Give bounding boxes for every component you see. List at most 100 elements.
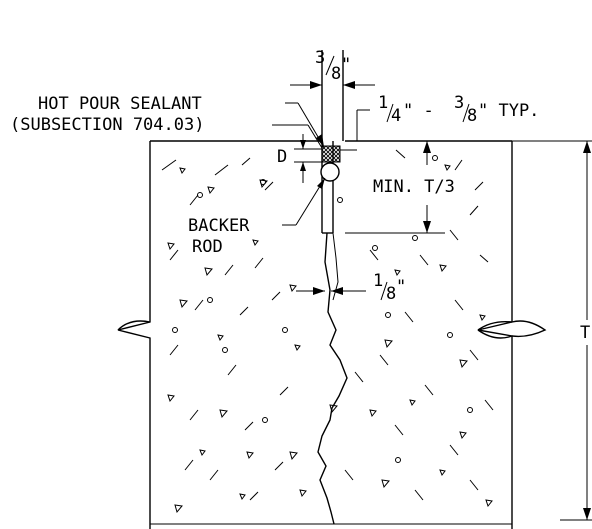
- aggregate-pebble: [432, 155, 438, 161]
- aggregate-dash: [254, 257, 264, 269]
- aggregate-pebble: [395, 457, 401, 463]
- aggregate-stone: [219, 409, 228, 419]
- aggregate-dash: [279, 386, 289, 396]
- crack-num: 1: [373, 271, 383, 291]
- aggregate-stone: [369, 409, 377, 418]
- crack-unit: ": [396, 277, 406, 297]
- aggregate-dash: [474, 181, 484, 191]
- aggregate-dash: [189, 194, 199, 206]
- aggregate-dash: [424, 384, 434, 396]
- typ-mid: " -: [403, 101, 434, 121]
- aggregate-dash: [244, 421, 254, 431]
- aggregate-dash: [419, 254, 429, 266]
- backer-rod-callout: BACKER ROD: [188, 177, 326, 257]
- aggregate-pebble: [282, 327, 288, 333]
- top-width-denominator: 8: [331, 64, 341, 84]
- min-depth-dimension: MIN. T/3: [345, 141, 455, 234]
- typ-den2: 8: [467, 106, 477, 126]
- aggregate-dash: [454, 299, 464, 311]
- aggregate-dash: [404, 311, 414, 323]
- aggregate-stone: [459, 431, 467, 440]
- aggregate-pebble: [207, 297, 213, 303]
- aggregate-dash: [184, 459, 194, 471]
- aggregate-stone: [179, 167, 186, 175]
- aggregate-stone: [329, 404, 338, 414]
- aggregate-pebble: [467, 407, 473, 413]
- aggregate-dash: [239, 306, 249, 316]
- top-width-numerator: 3: [315, 48, 325, 68]
- aggregate-dash: [469, 349, 479, 361]
- aggregate-dash: [379, 354, 389, 366]
- aggregate-pebble: [197, 192, 203, 198]
- crack-den: 8: [386, 284, 396, 304]
- aggregate-dash: [469, 479, 479, 491]
- aggregate-dash: [344, 469, 354, 481]
- aggregate-dash: [274, 461, 284, 471]
- aggregate-stone: [217, 334, 224, 342]
- aggregate-dash: [161, 159, 177, 171]
- slab-outline: [117, 140, 547, 529]
- typ-den1: 4: [391, 106, 401, 126]
- aggregate-dash: [189, 409, 199, 421]
- aggregate-stone: [294, 344, 301, 352]
- aggregate-dash: [209, 469, 219, 481]
- aggregate-stone: [179, 299, 188, 309]
- aggregate-pebble: [172, 327, 178, 333]
- min-depth-label: MIN. T/3: [373, 177, 455, 197]
- concrete-aggregate: [161, 149, 494, 514]
- aggregate-dash: [414, 489, 424, 501]
- aggregate-pebble: [260, 179, 266, 185]
- sealant-callout: HOT POUR SEALANT (SUBSECTION 704.03): [10, 94, 325, 149]
- aggregate-stone: [439, 264, 447, 273]
- aggregate-stone: [246, 451, 254, 460]
- aggregate-dash: [454, 159, 463, 171]
- crack-width-dimension: 1 8 ": [296, 271, 406, 304]
- top-width-dimension: 3 8 ": [290, 48, 375, 89]
- hot-pour-sealant: [321, 145, 341, 163]
- aggregate-stone: [299, 489, 307, 498]
- typ-num2: 3: [454, 93, 464, 113]
- aggregate-dash: [194, 299, 204, 311]
- aggregate-dash: [224, 264, 234, 276]
- aggregate-stone: [167, 242, 175, 251]
- sealant-depth-dimension: D: [277, 134, 322, 183]
- aggregate-stone: [174, 504, 183, 514]
- aggregate-dash: [264, 181, 274, 191]
- aggregate-stone: [485, 499, 493, 508]
- sealant-label-line1: HOT POUR SEALANT: [38, 94, 202, 114]
- backer-rod: [320, 162, 340, 182]
- crack-line: [317, 232, 348, 525]
- depth-d-label: D: [277, 147, 287, 167]
- aggregate-stone: [439, 469, 446, 477]
- aggregate-stone: [252, 239, 259, 247]
- sealant-label-line2: (SUBSECTION 704.03): [10, 115, 204, 135]
- aggregate-dash: [249, 491, 259, 501]
- typ-num1: 1: [378, 93, 388, 113]
- aggregate-pebble: [337, 197, 343, 203]
- aggregate-stone: [394, 269, 401, 277]
- aggregate-dash: [449, 229, 459, 241]
- backer-label-line2: ROD: [192, 237, 223, 257]
- aggregate-stone: [384, 339, 393, 349]
- aggregate-stone: [239, 493, 246, 501]
- aggregate-dash: [354, 371, 364, 383]
- aggregate-pebble: [385, 312, 391, 318]
- aggregate-stone: [459, 359, 468, 369]
- backer-label-line1: BACKER: [188, 216, 250, 236]
- aggregate-stone: [479, 314, 486, 322]
- aggregate-dash: [469, 205, 479, 216]
- aggregate-dash: [227, 364, 237, 376]
- aggregate-pebble: [412, 235, 418, 241]
- aggregate-pebble: [262, 417, 268, 423]
- aggregate-dash: [479, 254, 489, 263]
- top-width-unit: ": [341, 55, 351, 75]
- thickness-dimension: T: [512, 140, 592, 521]
- aggregate-stone: [289, 451, 298, 461]
- aggregate-dash: [214, 164, 229, 176]
- aggregate-stone: [207, 186, 215, 195]
- aggregate-dash: [271, 291, 281, 301]
- aggregate-pebble: [372, 245, 378, 251]
- aggregate-dash: [169, 344, 179, 356]
- typ-end: " TYP.: [478, 101, 539, 121]
